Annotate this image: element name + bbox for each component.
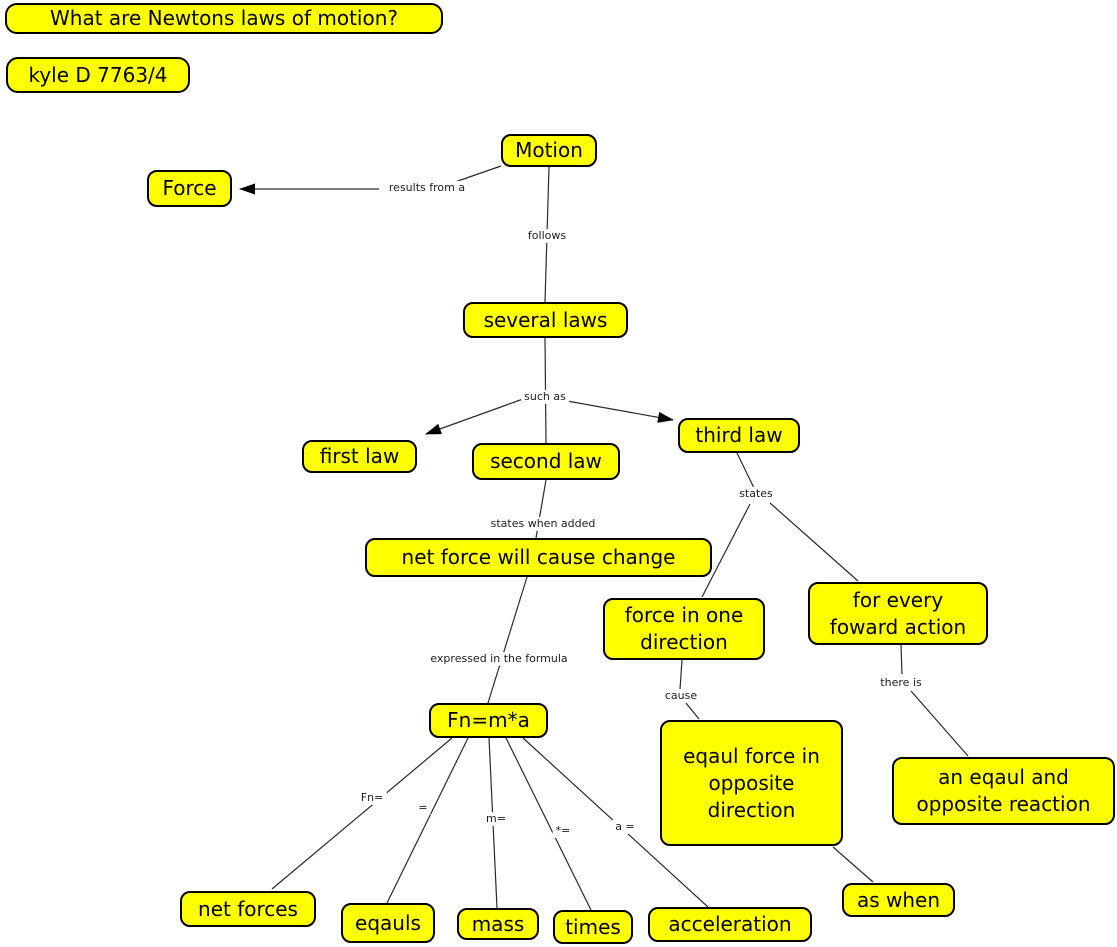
node-several-laws[interactable]: several laws <box>463 302 628 338</box>
edge-label-m-equals[interactable]: m= <box>483 811 509 827</box>
edge-label-expressed-in-the-formula[interactable]: expressed in the formula <box>427 651 571 667</box>
node-fn-formula[interactable]: Fn=m*a <box>429 703 548 738</box>
node-times[interactable]: times <box>553 910 633 944</box>
node-second-law[interactable]: second law <box>472 443 620 480</box>
edge-label-there-is[interactable]: there is <box>877 675 925 691</box>
edge-label-a-equals[interactable]: a = <box>612 819 638 835</box>
edge-label-equals[interactable]: = <box>415 800 431 816</box>
node-third-law[interactable]: third law <box>678 418 800 453</box>
node-eqauls[interactable]: eqauls <box>341 903 435 943</box>
node-mass[interactable]: mass <box>457 908 539 940</box>
edge-label-fn-equals[interactable]: Fn= <box>357 790 387 806</box>
edge-label-follows[interactable]: follows <box>524 228 570 244</box>
edge-label-star-equals[interactable]: *= <box>552 823 574 839</box>
node-net-forces[interactable]: net forces <box>180 891 316 927</box>
node-net-force-will-cause-change[interactable]: net force will cause change <box>365 538 712 577</box>
edge-label-cause[interactable]: cause <box>661 688 701 704</box>
edge-label-such-as[interactable]: such as <box>521 389 569 405</box>
node-an-eqaul-and-opposite-reaction[interactable]: an eqaul and opposite reaction <box>892 757 1115 825</box>
edge-label-states[interactable]: states <box>736 486 776 502</box>
node-eqaul-force-in-opposite-direction[interactable]: eqaul force in opposite direction <box>660 720 843 846</box>
node-force[interactable]: Force <box>147 170 232 207</box>
edge-label-results-from-a[interactable]: results from a <box>385 180 469 196</box>
node-force-in-one-direction[interactable]: force in one direction <box>603 598 765 660</box>
node-motion[interactable]: Motion <box>501 134 597 167</box>
title-author-node[interactable]: kyle D 7763/4 <box>6 57 190 93</box>
node-first-law[interactable]: first law <box>302 440 417 473</box>
node-as-when[interactable]: as when <box>842 883 955 917</box>
node-acceleration[interactable]: acceleration <box>648 907 812 942</box>
node-for-every-foward-action[interactable]: for every foward action <box>808 582 988 645</box>
title-question-node[interactable]: What are Newtons laws of motion? <box>5 3 443 34</box>
edge-label-states-when-added[interactable]: states when added <box>487 516 599 532</box>
